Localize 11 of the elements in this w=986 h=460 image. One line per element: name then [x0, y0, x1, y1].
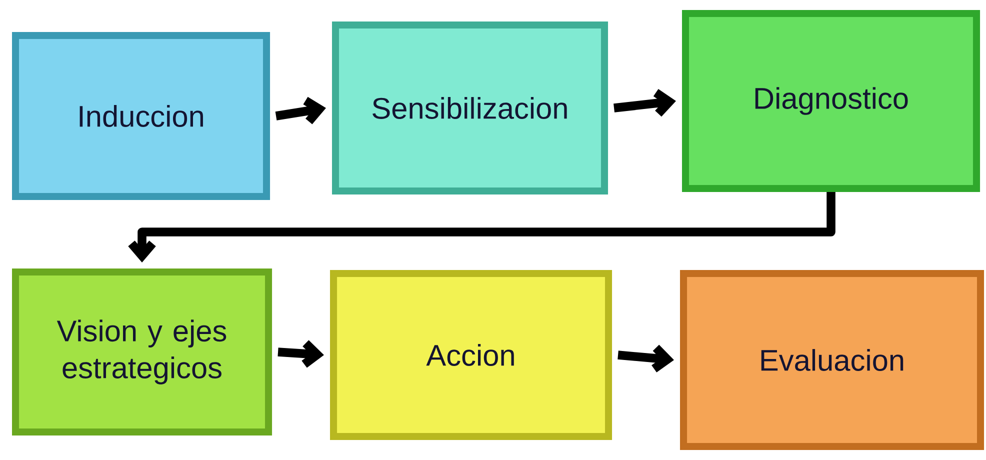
- arrow: [128, 192, 836, 262]
- process-box: Evaluacion: [680, 270, 984, 450]
- arrow: [618, 344, 674, 372]
- arrow: [275, 96, 326, 124]
- process-box: Sensibilizacion: [332, 21, 608, 195]
- process-box: Accion: [330, 270, 612, 440]
- process-box: Vision y ejes estrategicos: [12, 268, 272, 436]
- process-box: Induccion: [12, 32, 270, 200]
- arrow: [278, 340, 324, 368]
- process-box: Diagnostico: [682, 10, 980, 192]
- arrow: [614, 89, 676, 117]
